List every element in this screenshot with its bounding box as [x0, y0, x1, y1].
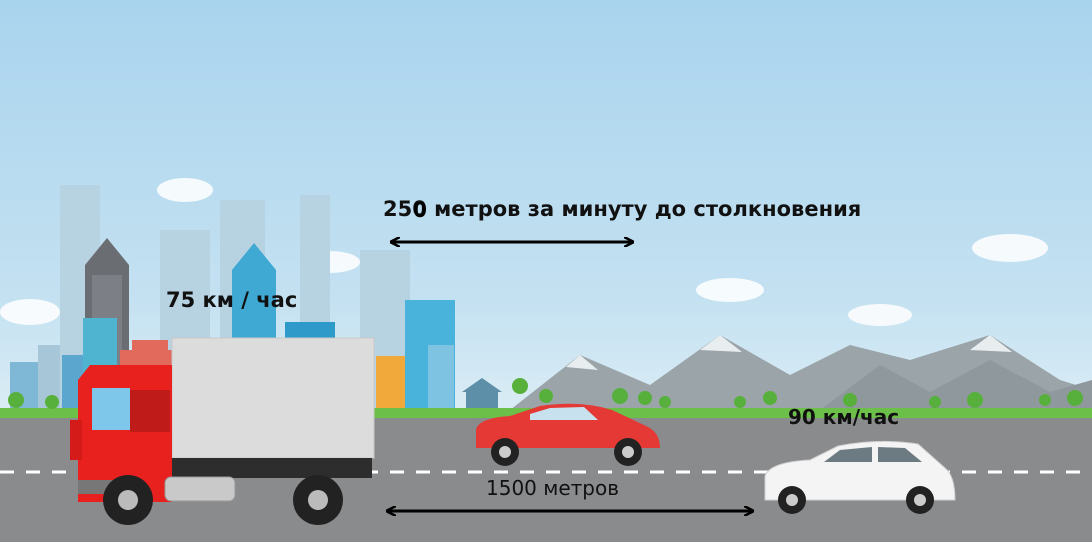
trees: [8, 378, 1083, 409]
car-speed-label: 90 км/час: [788, 405, 900, 429]
distance-top-label: 250 метров за минуту до столкновения: [383, 197, 862, 221]
truck-speed-label: 75 км / час: [166, 288, 298, 312]
distance-bottom-label: 1500 метров: [486, 476, 620, 500]
overlay-digit: 0: [413, 198, 427, 222]
red-car: [476, 403, 660, 466]
mountains: [510, 335, 1092, 410]
truck: [70, 337, 375, 525]
white-car: [764, 440, 956, 514]
